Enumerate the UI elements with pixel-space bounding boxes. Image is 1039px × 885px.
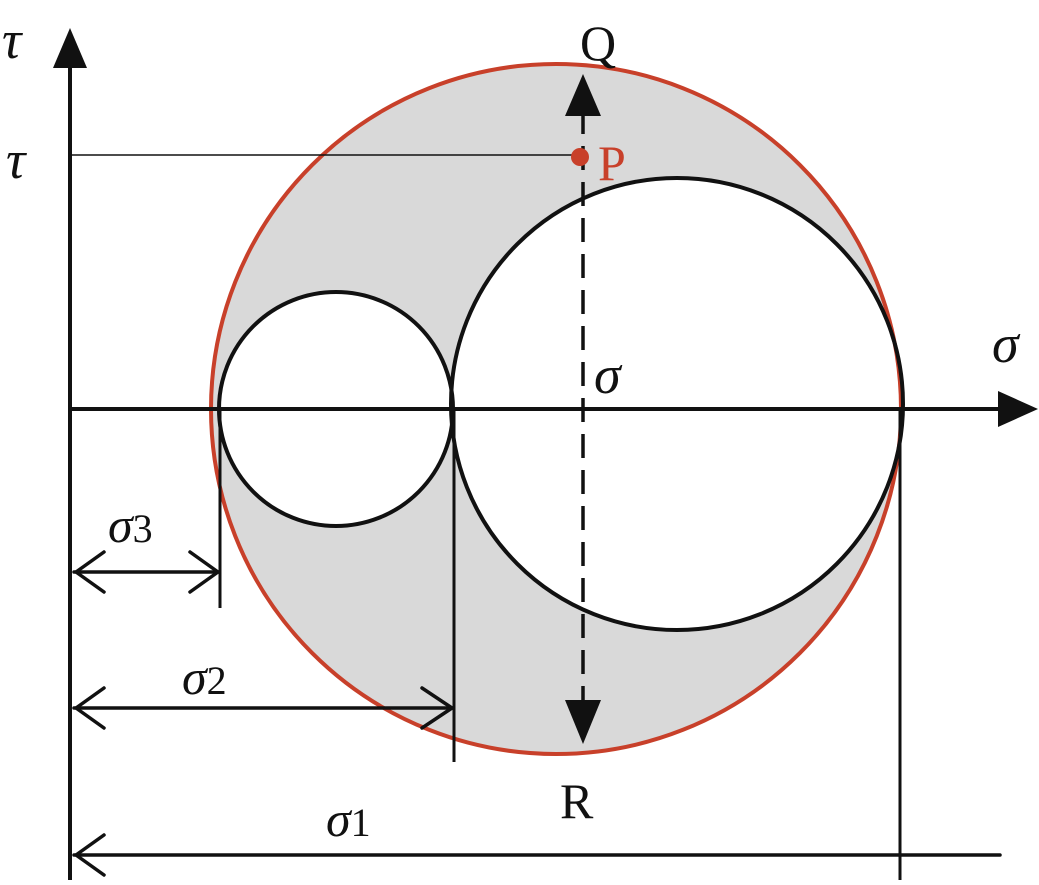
sigma-axis-label: σ <box>992 314 1021 374</box>
tau-value-label: τ <box>6 130 27 190</box>
point-p-marker <box>571 148 589 166</box>
point-q-label: Q <box>580 15 616 71</box>
sigma1-subscript: 1 <box>351 800 371 845</box>
sigma3-label: σ3 <box>108 497 153 553</box>
sigma1-dimension <box>72 833 1002 877</box>
large-circle <box>449 176 905 632</box>
sigma2-label: σ2 <box>182 649 227 705</box>
tau-axis-label: τ <box>2 10 23 70</box>
point-r-label: R <box>560 773 594 829</box>
tau-axis-arrowhead <box>53 28 87 68</box>
sigma2-symbol: σ <box>182 649 209 705</box>
sigma1-symbol: σ <box>326 791 353 847</box>
arrowhead-r <box>565 700 601 744</box>
sigma-axis-arrowhead <box>998 391 1038 427</box>
sigma3-subscript: 3 <box>133 506 153 551</box>
sigma2-dimension <box>72 686 454 730</box>
point-p-label: P <box>598 135 626 191</box>
sigma1-label: σ1 <box>326 791 371 847</box>
sigma-value-label: σ <box>594 345 623 405</box>
arrowhead-q <box>565 74 601 116</box>
sigma2-subscript: 2 <box>207 658 227 703</box>
sigma3-dimension <box>72 550 220 594</box>
sigma3-symbol: σ <box>108 497 135 553</box>
